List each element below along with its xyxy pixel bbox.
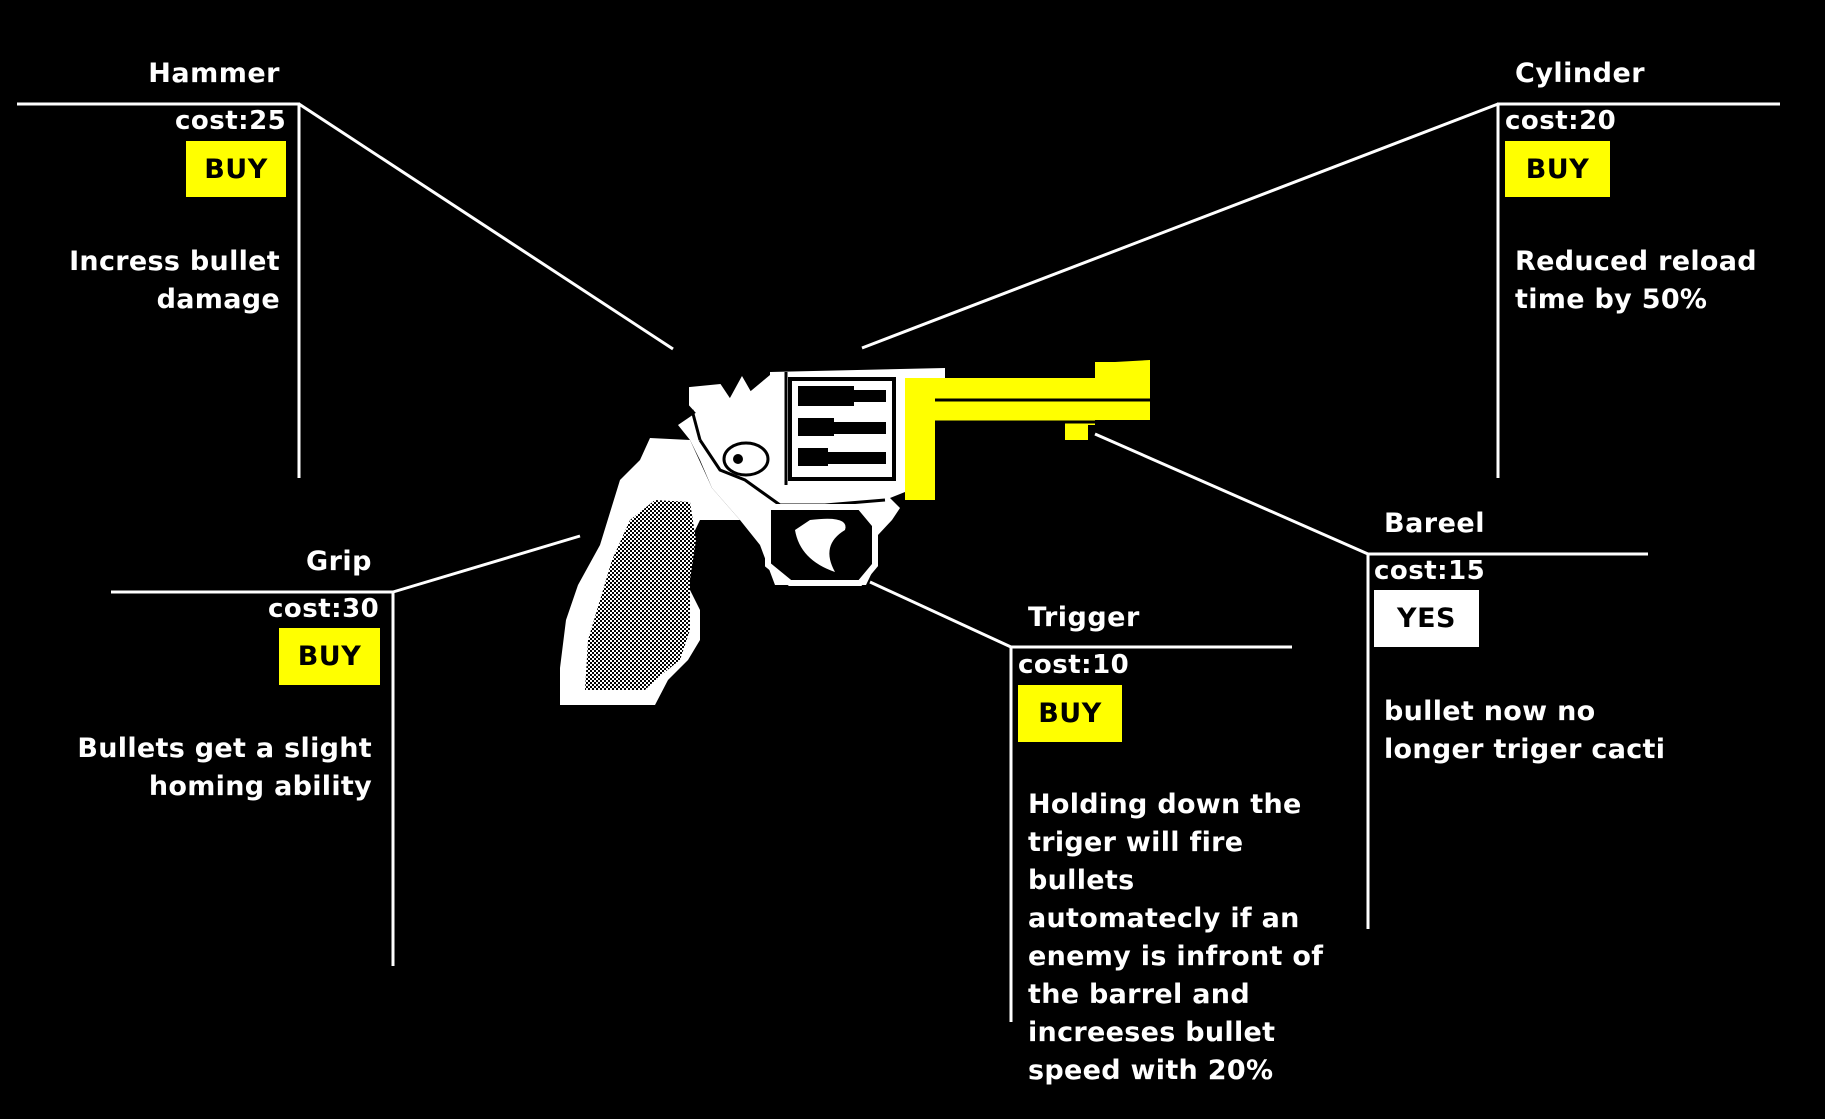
- trigger-title: Trigger: [1028, 602, 1140, 633]
- cylinder-title: Cylinder: [1515, 58, 1646, 89]
- cylinder-buy-button[interactable]: BUY: [1505, 141, 1610, 197]
- barrel-owned-button[interactable]: YES: [1374, 590, 1479, 647]
- barrel-description: bullet now no longer triger cacti: [1384, 696, 1666, 765]
- grip-cost: cost:30: [268, 594, 380, 624]
- hammer-buy-button[interactable]: BUY: [186, 141, 286, 197]
- trigger-description: Holding down the triger will fire bullet…: [1028, 789, 1324, 1086]
- hammer-title: Hammer: [148, 58, 280, 89]
- revolver-grip-panel: [585, 500, 696, 690]
- cylinder-description: Reduced reload time by 50%: [1515, 246, 1757, 315]
- barrel-cost: cost:15: [1374, 556, 1486, 586]
- grip-pointer: [392, 534, 581, 594]
- cylinder-cost: cost:20: [1505, 106, 1617, 136]
- hammer-description: Incress bullet damage: [69, 246, 280, 315]
- cylinder-pointer: [861, 102, 1499, 350]
- barrel-title: Bareel: [1384, 508, 1485, 539]
- trigger-buy-button[interactable]: BUY: [1018, 685, 1122, 742]
- grip-buy-button[interactable]: BUY: [279, 628, 380, 685]
- trigger-cost: cost:10: [1018, 650, 1130, 680]
- hammer-pointer: [298, 102, 674, 351]
- grip-description: Bullets get a slight homing ability: [77, 733, 372, 802]
- barrel-pointer: [1094, 432, 1369, 556]
- hammer-cost: cost:25: [175, 106, 287, 136]
- grip-title: Grip: [305, 546, 372, 577]
- revolver-trigger: [795, 518, 846, 572]
- revolver-barrel: [905, 360, 1150, 500]
- trigger-pointer: [869, 580, 1012, 649]
